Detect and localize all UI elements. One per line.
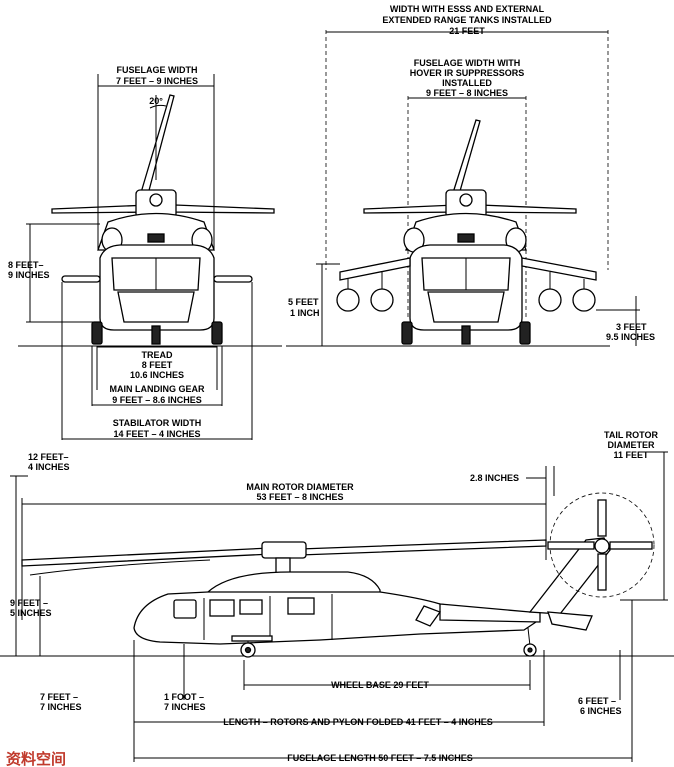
label-overall-height-b: 4 INCHES bbox=[28, 462, 70, 472]
label-9ft-b: 5 INCHES bbox=[10, 608, 52, 618]
label-6ft-a: 6 FEET – bbox=[578, 696, 616, 706]
label-front-height-a: 8 FEET– bbox=[8, 260, 44, 270]
label-esss-width-b: EXTENDED RANGE TANKS INSTALLED bbox=[382, 15, 552, 25]
label-stabilator-width-value: 14 FEET – 4 INCHES bbox=[113, 429, 200, 439]
label-hover-ir-a: FUSELAGE WIDTH WITH bbox=[414, 58, 521, 68]
front-view-left bbox=[18, 74, 282, 440]
label-7ft-b: 7 INCHES bbox=[40, 702, 82, 712]
label-5ft-b: 1 INCH bbox=[290, 308, 320, 318]
label-fuselage-width: FUSELAGE WIDTH bbox=[117, 65, 198, 75]
label-length-folded: LENGTH – ROTORS AND PYLON FOLDED 41 FEET… bbox=[223, 717, 493, 727]
label-6ft-b: 6 INCHES bbox=[580, 706, 622, 716]
label-fuselage-width-value: 7 FEET – 9 INCHES bbox=[116, 76, 198, 86]
label-tread-in: 10.6 INCHES bbox=[130, 370, 184, 380]
label-9ft-a: 9 FEET – bbox=[10, 598, 48, 608]
dimension-labels: FUSELAGE WIDTH 7 FEET – 9 INCHES 20° 8 F… bbox=[6, 4, 659, 767]
label-tread-ft: 8 FEET bbox=[142, 360, 173, 370]
label-tread: TREAD bbox=[142, 350, 173, 360]
label-tail-rotor-a: TAIL ROTOR bbox=[604, 430, 659, 440]
label-7ft-a: 7 FEET – bbox=[40, 692, 78, 702]
label-3ft-a: 3 FEET bbox=[616, 322, 647, 332]
label-2-8-inches: 2.8 INCHES bbox=[470, 473, 519, 483]
label-esss-width-a: WIDTH WITH ESSS AND EXTERNAL bbox=[390, 4, 545, 14]
label-hover-ir-b: HOVER IR SUPPRESSORS bbox=[410, 68, 525, 78]
label-5ft-a: 5 FEET bbox=[288, 297, 319, 307]
label-front-height-b: 9 INCHES bbox=[8, 270, 50, 280]
label-1ft-b: 7 INCHES bbox=[164, 702, 206, 712]
label-fuselage-length: FUSELAGE LENGTH 50 FEET – 7.5 INCHES bbox=[287, 753, 473, 763]
label-esss-width-value: 21 FEET bbox=[449, 26, 485, 36]
label-main-landing-gear: MAIN LANDING GEAR bbox=[110, 384, 205, 394]
label-main-rotor-diameter: MAIN ROTOR DIAMETER bbox=[246, 482, 354, 492]
label-1ft-a: 1 FOOT – bbox=[164, 692, 204, 702]
label-3ft-b: 9.5 INCHES bbox=[606, 332, 655, 342]
side-view bbox=[0, 451, 674, 762]
watermark-text: 资料空间 bbox=[6, 750, 66, 767]
label-main-rotor-diameter-value: 53 FEET – 8 INCHES bbox=[256, 492, 343, 502]
label-main-landing-gear-value: 9 FEET – 8.6 INCHES bbox=[112, 395, 202, 405]
front-view-esss bbox=[286, 30, 640, 347]
label-stabilator-width: STABILATOR WIDTH bbox=[113, 418, 202, 428]
label-overall-height-a: 12 FEET– bbox=[28, 452, 69, 462]
label-tail-rotor-value: 11 FEET bbox=[613, 450, 649, 460]
label-wheel-base: WHEEL BASE 29 FEET bbox=[331, 680, 429, 690]
label-angle: 20° bbox=[149, 96, 163, 106]
label-hover-ir-value: 9 FEET – 8 INCHES bbox=[426, 88, 508, 98]
label-hover-ir-c: INSTALLED bbox=[442, 78, 492, 88]
label-tail-rotor-b: DIAMETER bbox=[608, 440, 656, 450]
